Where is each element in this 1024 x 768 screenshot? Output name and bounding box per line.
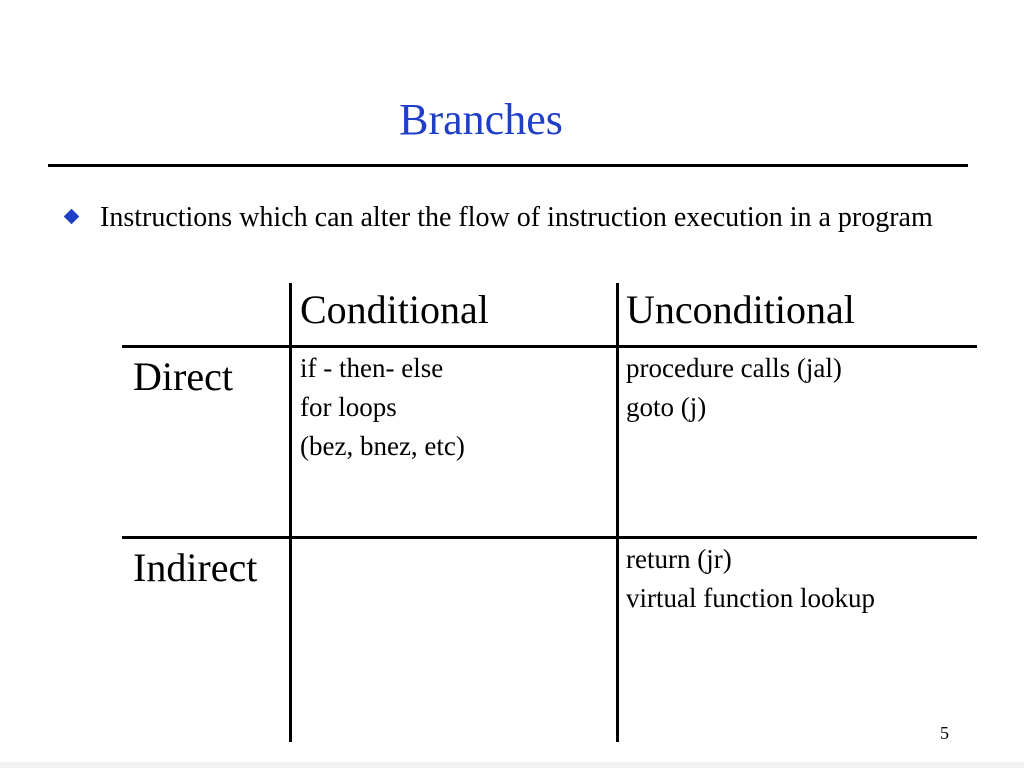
- bullet-text: Instructions which can alter the flow of…: [100, 202, 933, 233]
- table-row-divider-2: [122, 536, 977, 539]
- cell-line: if - then- else: [300, 353, 444, 383]
- table-row-divider-1: [122, 345, 977, 348]
- cell-line: return (jr): [626, 544, 732, 574]
- cell-line: virtual function lookup: [626, 583, 875, 613]
- cell-line: (bez, bnez, etc): [300, 431, 465, 461]
- diamond-bullet-icon: [63, 208, 80, 225]
- table-column-divider-1: [289, 283, 292, 742]
- column-header-unconditional: Unconditional: [626, 287, 855, 332]
- page-number: 5: [940, 723, 949, 743]
- slide-title: Branches: [399, 95, 563, 144]
- row-header-direct: Direct: [133, 354, 233, 399]
- cell-line: procedure calls (jal): [626, 353, 842, 383]
- footer-band: [0, 762, 1024, 768]
- row-header-indirect: Indirect: [133, 545, 258, 590]
- table-column-divider-2: [616, 283, 619, 742]
- cell-line: goto (j): [626, 392, 707, 422]
- table-cell-direct-unconditional: procedure calls (jal) goto (j): [626, 349, 842, 427]
- table-cell-direct-conditional: if - then- else for loops (bez, bnez, et…: [300, 349, 465, 466]
- table-cell-indirect-unconditional: return (jr) virtual function lookup: [626, 540, 875, 618]
- column-header-conditional: Conditional: [300, 287, 489, 332]
- title-divider: [48, 164, 968, 167]
- cell-line: for loops: [300, 392, 397, 422]
